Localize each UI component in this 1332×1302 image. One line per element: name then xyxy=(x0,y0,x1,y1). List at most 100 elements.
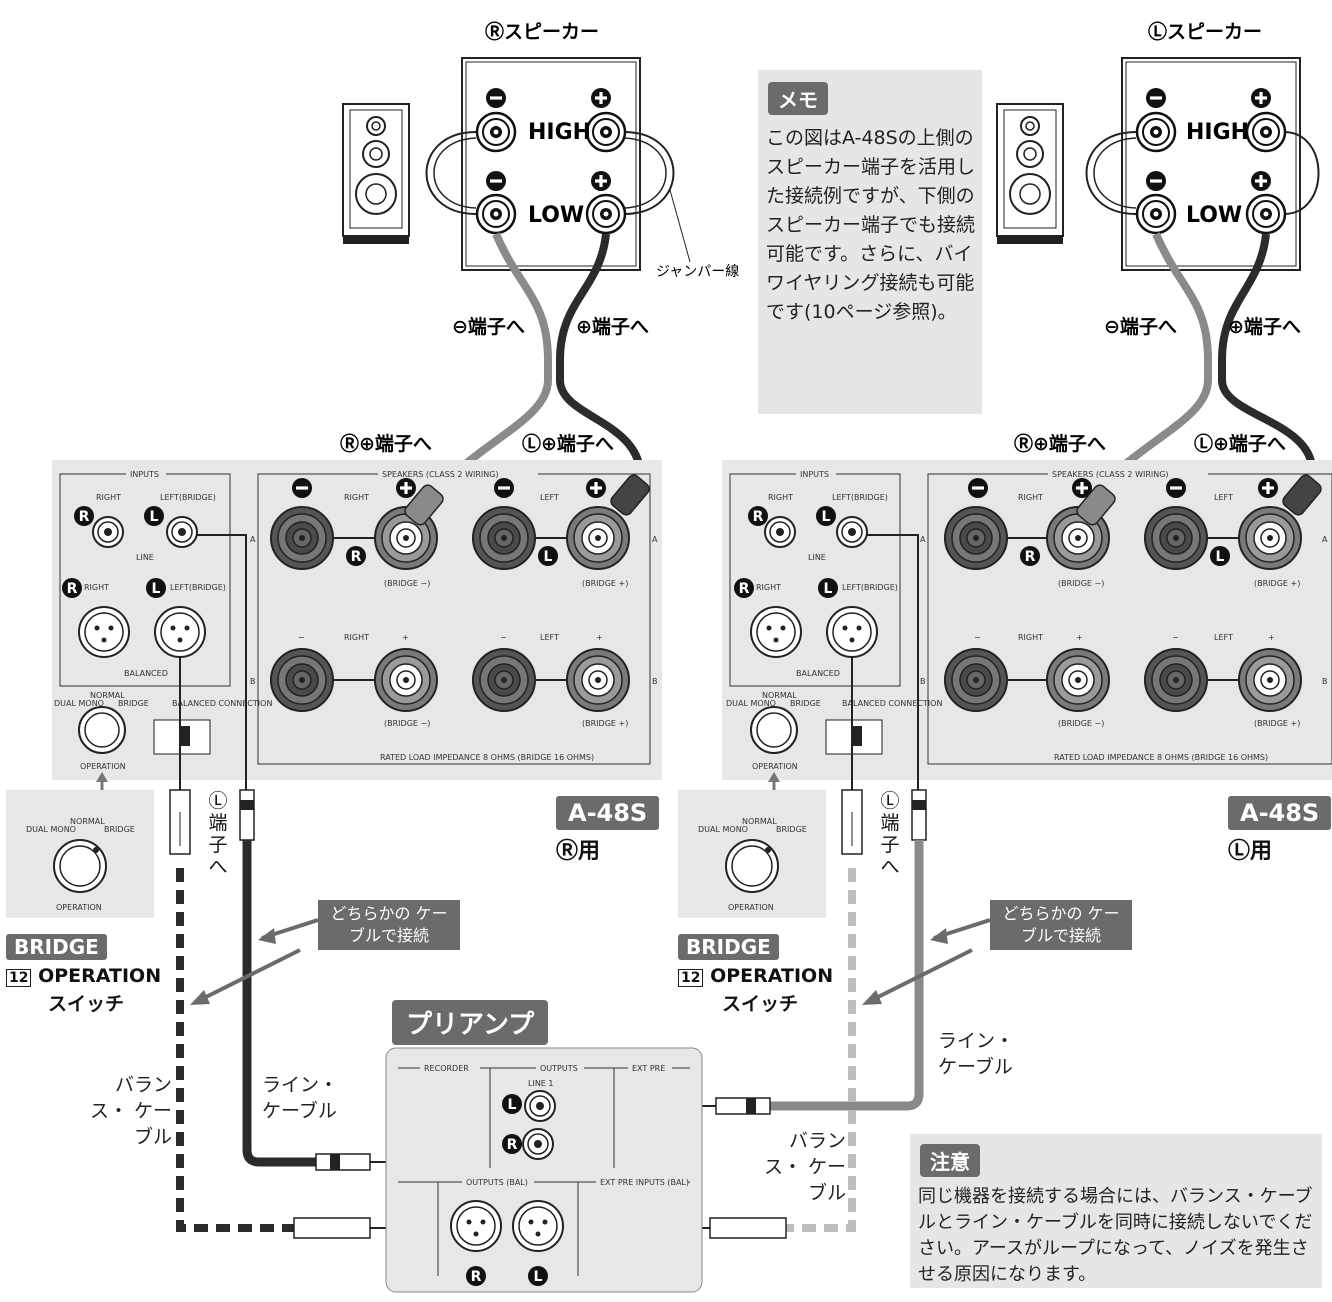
minus-terminal-label: ⊖端子へ xyxy=(1104,315,1177,338)
minus-label: − xyxy=(1172,633,1179,642)
l-badge-icon xyxy=(816,506,836,526)
left-speaker: HIGH LOW xyxy=(1085,57,1320,271)
rca-jack xyxy=(166,516,198,548)
preamp-panel: RECORDER OUTPUTS EXT PRE LINE 1 OUTPUTS … xyxy=(385,1047,703,1293)
caution-text: 同じ機器を接続する場合には、バランス・ケーブルとライン・ケーブルを同時に接続しな… xyxy=(918,1186,1313,1285)
r-plus-label: Ⓡ⊕端子へ xyxy=(1014,432,1106,455)
minus-icon xyxy=(1166,478,1186,498)
minus-icon xyxy=(486,171,506,191)
switch-suffix: スイッチ xyxy=(48,993,125,1015)
l-badge-icon xyxy=(538,546,558,566)
bridge-minus-label: (BRIDGE −) xyxy=(384,579,430,588)
right-label: RIGHT xyxy=(1018,493,1043,502)
left-label: LEFT xyxy=(540,493,559,502)
terminal-post xyxy=(475,111,517,153)
recorder-label: RECORDER xyxy=(424,1064,469,1073)
xlr-jack xyxy=(512,1200,564,1252)
right-label: RIGHT xyxy=(84,583,109,592)
l-badge-icon xyxy=(528,1266,548,1286)
left-bridge-label: LEFT(BRIDGE) xyxy=(160,493,216,502)
left-label: LEFT xyxy=(540,633,559,642)
binding-post xyxy=(1238,506,1302,570)
binding-post xyxy=(566,506,630,570)
l-badge-icon xyxy=(146,578,166,598)
r-badge-icon xyxy=(734,578,754,598)
bridge-tag: BRIDGE xyxy=(6,934,107,960)
row-b-label: B xyxy=(652,677,658,686)
dual-mono-label: DUAL MONO xyxy=(698,825,748,834)
rated-load-label: RATED LOAD IMPEDANCE 8 OHMS (BRIDGE 16 O… xyxy=(1054,753,1268,762)
right-label: RIGHT xyxy=(344,493,369,502)
bridge-label: BRIDGE xyxy=(104,825,135,834)
plus-terminal-label: ⊕端子へ xyxy=(1228,315,1301,338)
speakers-label: SPEAKERS (CLASS 2 WIRING) xyxy=(1052,470,1169,479)
high-label: HIGH xyxy=(528,120,591,145)
terminal-post xyxy=(585,111,627,153)
line-label: LINE xyxy=(136,553,154,562)
l-badge-icon xyxy=(502,1094,522,1114)
balanced-cable-label: バランス・ ケーブル xyxy=(763,1130,846,1204)
plus-icon xyxy=(1251,171,1271,191)
line-cable-wire xyxy=(196,534,247,790)
bridge-label: BRIDGE xyxy=(118,699,149,708)
binding-post xyxy=(374,648,438,712)
operation-switch-detail: DUAL MONO NORMAL BRIDGE OPERATION xyxy=(6,772,154,918)
rca-plug xyxy=(911,789,927,841)
l-badge-icon xyxy=(1210,546,1230,566)
rca-jack xyxy=(522,1128,554,1160)
l-terminal-label: Ⓛ 端子 へ xyxy=(880,790,900,878)
ext-pre-inputs-bal-label: EXT PRE INPUTS (BAL) xyxy=(600,1178,689,1187)
speaker-cable-plus xyxy=(1218,233,1317,490)
plus-label: + xyxy=(402,633,409,642)
balanced-label: BALANCED xyxy=(796,669,840,678)
switch-name: OPERATION xyxy=(710,965,834,987)
speaker-icon xyxy=(996,103,1064,245)
terminal-post xyxy=(1135,111,1177,153)
operation-label: OPERATION xyxy=(728,903,774,912)
binding-post xyxy=(944,648,1008,712)
caution-tag: 注意 xyxy=(920,1144,980,1177)
binding-post xyxy=(1144,648,1208,712)
minus-icon xyxy=(486,88,506,108)
binding-post xyxy=(270,506,334,570)
bridge-minus-label: (BRIDGE −) xyxy=(1058,579,1104,588)
terminal-post xyxy=(1135,193,1177,235)
balanced-label: BALANCED xyxy=(124,669,168,678)
line-cable xyxy=(242,840,316,1167)
caution-box: 注意 同じ機器を接続する場合には、バランス・ケーブルとライン・ケーブルを同時に接… xyxy=(910,1134,1322,1288)
model-badge: A-48S xyxy=(1228,796,1332,830)
model-badge: A-48S xyxy=(556,796,660,830)
right-label: RIGHT xyxy=(344,633,369,642)
plus-icon xyxy=(1258,478,1278,498)
xlr-jack xyxy=(750,606,802,658)
r-badge-icon xyxy=(74,506,94,526)
arrow xyxy=(195,948,301,1004)
left-bridge-label: LEFT(BRIDGE) xyxy=(832,493,888,502)
right-label: RIGHT xyxy=(96,493,121,502)
callout-either-cable: どちらかの ケーブルで接続 xyxy=(318,900,460,950)
callout-either-cable: どちらかの ケーブルで接続 xyxy=(990,900,1132,950)
plus-icon xyxy=(591,88,611,108)
jumper-label: ジャンパー線 xyxy=(656,264,739,280)
row-a-label: A xyxy=(652,535,658,544)
bridge-minus-label: (BRIDGE −) xyxy=(384,719,430,728)
balanced-connection-label: BALANCED CONNECTION xyxy=(842,699,942,708)
operation-switch-detail: DUAL MONO NORMAL BRIDGE OPERATION xyxy=(678,772,826,918)
minus-label: − xyxy=(974,633,981,642)
outputs-bal-label: OUTPUTS (BAL) xyxy=(466,1178,528,1187)
bridge-label: BRIDGE xyxy=(776,825,807,834)
arrow xyxy=(867,948,973,1004)
plus-icon xyxy=(396,478,416,498)
operation-knob xyxy=(78,706,126,754)
balanced-connection-label: BALANCED CONNECTION xyxy=(172,699,272,708)
operation-label: OPERATION xyxy=(56,903,102,912)
speaker-cable-minus xyxy=(1086,232,1212,501)
terminal-post xyxy=(1245,193,1287,235)
terminal-post xyxy=(475,193,517,235)
speaker-icon xyxy=(342,103,410,245)
binding-post xyxy=(1144,506,1208,570)
memo-text: この図はA-48Sの上側のスピーカー端子を活用した接続例ですが、下側のスピーカー… xyxy=(766,127,976,323)
dual-mono-label: DUAL MONO xyxy=(26,825,76,834)
